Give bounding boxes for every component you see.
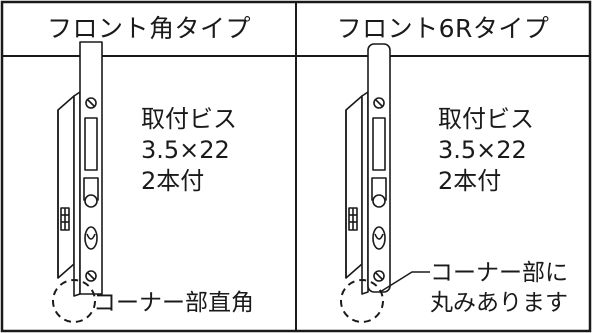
corner-highlight-circle: [340, 279, 384, 323]
corner-note-6r: コーナー部に 丸みあります: [430, 258, 568, 318]
header-6r-type: フロント6Rタイプ: [336, 14, 550, 43]
note-line: コーナー部直角: [93, 290, 254, 316]
spec-text-square: 取付ビス 3.5×22 2本付: [141, 104, 237, 197]
spec-text-6r: 取付ビス 3.5×22 2本付: [438, 104, 534, 197]
spec-line: 3.5×22: [141, 136, 230, 164]
spec-line: 3.5×22: [438, 136, 527, 164]
corner-note-square: コーナー部直角: [93, 288, 254, 318]
header-square-type: フロント角タイプ: [46, 14, 251, 43]
spec-line: 2本付: [141, 167, 205, 195]
spec-line: 取付ビス: [438, 105, 534, 133]
leader-line: [379, 271, 430, 293]
corner-highlight-circle: [52, 279, 96, 323]
rounded-front-lock-illustration: [345, 43, 391, 295]
spec-line: 取付ビス: [141, 105, 237, 133]
square-front-lock-illustration: [57, 41, 103, 297]
note-line: コーナー部に: [430, 260, 568, 286]
note-line: 丸みあります: [430, 290, 568, 316]
spec-line: 2本付: [438, 167, 502, 195]
